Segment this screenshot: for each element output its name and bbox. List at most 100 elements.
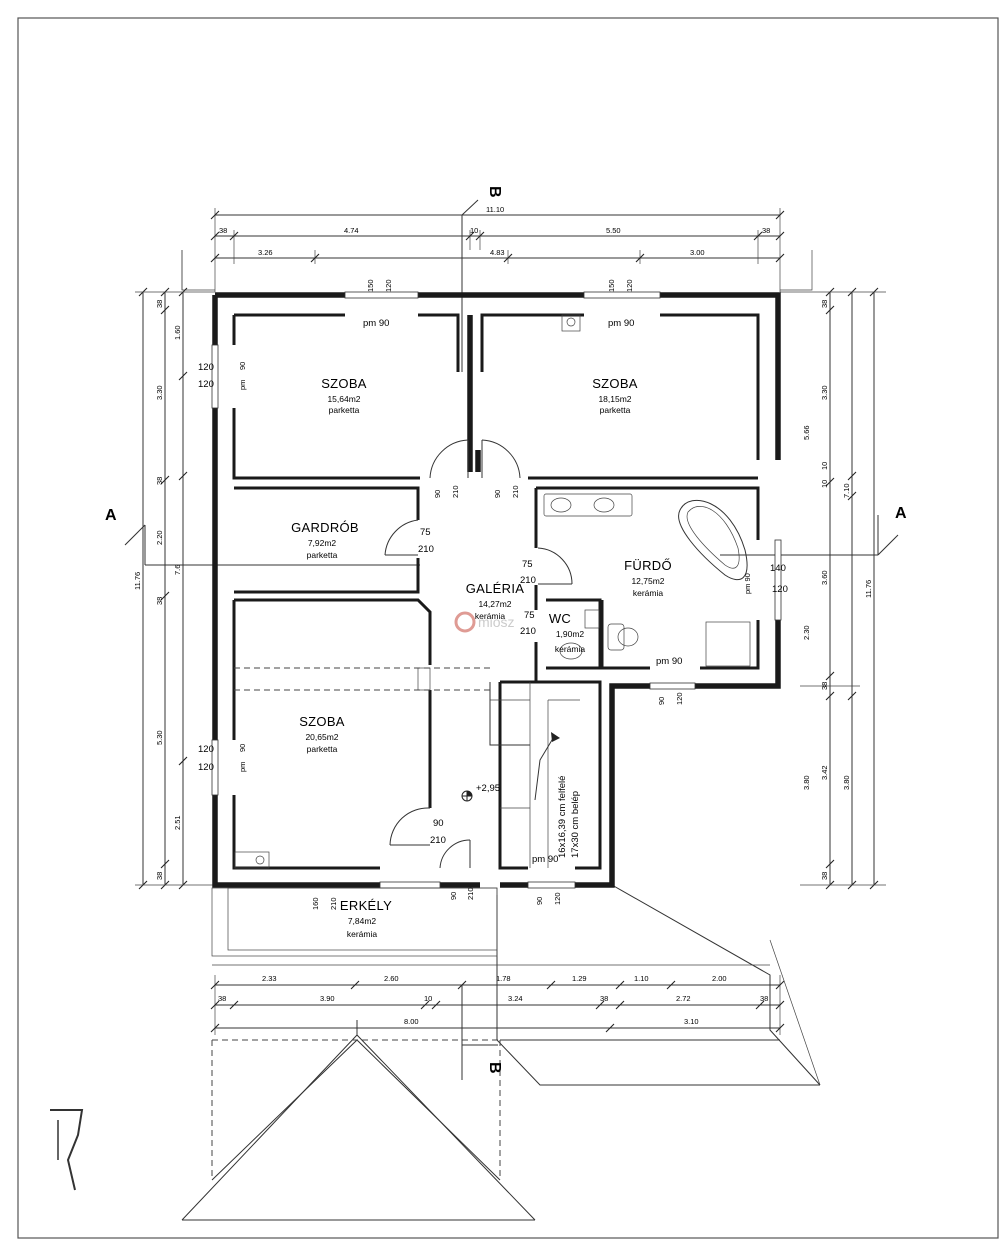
d-furdo-a: 75 xyxy=(522,559,533,570)
section-a: A A xyxy=(105,505,907,566)
dim-left-1: 38 xyxy=(155,300,164,308)
w-left1-a: 120 xyxy=(198,362,214,373)
section-a-left-label: A xyxy=(105,507,117,524)
section-b-top-label: B xyxy=(486,186,503,198)
room-galeria-name: GALÉRIA xyxy=(466,581,524,596)
pm-furdo: pm 90 xyxy=(743,573,752,594)
dim-top-2: 4.74 xyxy=(344,226,359,235)
room-szoba1-name: SZOBA xyxy=(321,376,367,391)
room-galeria-floor: kerámia xyxy=(475,611,506,621)
dim-right-8: 2.30 xyxy=(802,625,811,640)
dim-bot-13: 38 xyxy=(760,994,768,1003)
w-left1-c: 90 xyxy=(238,362,247,370)
dim-left-2: 1.60 xyxy=(173,325,182,340)
room-gardrob-area: 7,92m2 xyxy=(308,538,337,548)
w-top1-b: 120 xyxy=(384,279,393,292)
dim-left-7: 38 xyxy=(155,597,164,605)
section-a-right-label: A xyxy=(895,505,907,522)
room-erkely-name: ERKÉLY xyxy=(340,898,392,913)
room-wc-area: 1,90m2 xyxy=(556,629,585,639)
dims-top: 11.10 38 4.74 10 5.50 38 3.26 4.83 3.00 xyxy=(210,205,785,292)
pm-stair: pm 90 xyxy=(532,854,558,865)
w-top1-a: 150 xyxy=(366,279,375,292)
room-galeria-area: 14,27m2 xyxy=(478,599,511,609)
w-left2-c: 90 xyxy=(238,744,247,752)
overhead-dashes xyxy=(234,667,490,691)
dim-right-10: 3.42 xyxy=(820,765,829,780)
dim-right-1: 38 xyxy=(820,300,829,308)
dim-left-6: 7.6 xyxy=(173,565,182,575)
room-szoba3-floor: parketta xyxy=(307,744,338,754)
dim-top-8: 3.00 xyxy=(690,248,705,257)
room-szoba2-name: SZOBA xyxy=(592,376,638,391)
dim-bot-10: 3.24 xyxy=(508,994,523,1003)
pm-left2: pm xyxy=(238,762,247,772)
level-value: +2,95 xyxy=(476,783,500,794)
dim-left-9: 2.51 xyxy=(173,815,182,830)
section-b-bottom-label: B xyxy=(486,1062,503,1074)
w-furdo-b: 120 xyxy=(772,584,788,595)
d-szoba2-b: 210 xyxy=(511,485,520,498)
d-szoba1-b: 210 xyxy=(451,485,460,498)
d-wc-a: 75 xyxy=(524,610,535,621)
roof-outline xyxy=(181,250,821,1221)
dim-bot-7: 38 xyxy=(218,994,226,1003)
opening-labels: 150 120 150 120 pm 90 pm 90 120 120 90 p… xyxy=(198,279,788,910)
doors xyxy=(384,439,573,869)
dim-right-9: 38 xyxy=(820,682,829,690)
dim-bot-6: 2.00 xyxy=(712,974,727,983)
dim-bot-12: 2.72 xyxy=(676,994,691,1003)
dim-bot-3: 1.78 xyxy=(496,974,511,983)
room-furdo-area: 12,75m2 xyxy=(631,576,664,586)
room-erkely-area: 7,84m2 xyxy=(348,916,377,926)
dim-top-5: 38 xyxy=(762,226,770,235)
room-furdo-name: FÜRDŐ xyxy=(624,558,672,573)
room-szoba1-area: 15,64m2 xyxy=(327,394,360,404)
dims-bottom: 2.33 2.60 1.78 1.29 1.10 2.00 38 3.90 10… xyxy=(210,974,785,1035)
d-wc-b: 210 xyxy=(520,626,536,637)
w-erk-a: 160 xyxy=(311,897,320,910)
north-arrow-icon xyxy=(50,1109,84,1191)
dim-right-2: 3.30 xyxy=(820,385,829,400)
pm-szoba2: pm 90 xyxy=(608,318,634,329)
d-szoba2-a: 90 xyxy=(493,490,502,498)
room-szoba1-floor: parketta xyxy=(329,405,360,415)
room-szoba2-floor: parketta xyxy=(600,405,631,415)
dim-right-11: 3.80 xyxy=(802,775,811,790)
dim-right-12: 3.80 xyxy=(842,775,851,790)
room-labels: SZOBA 15,64m2 parketta SZOBA 18,15m2 par… xyxy=(291,376,672,939)
stair-note-2: 17x30 cm belép xyxy=(570,791,581,858)
w-erk-b: 210 xyxy=(329,897,338,910)
dim-top-3: 10 xyxy=(470,226,478,235)
dims-right: 38 3.30 5.66 10 10 7.10 3.60 2.30 38 3.4… xyxy=(780,287,886,890)
dim-left-3: 3.30 xyxy=(155,385,164,400)
d-furdo-b: 210 xyxy=(520,575,536,586)
stair-note-1: 16x16,39 cm felfelé xyxy=(557,776,568,858)
stair: 16x16,39 cm felfelé 17x30 cm belép xyxy=(489,682,581,868)
dim-top-4: 5.50 xyxy=(606,226,621,235)
dim-top-6: 3.26 xyxy=(258,248,273,257)
dim-bot-14: 8.00 xyxy=(404,1017,419,1026)
dim-left-8: 5.30 xyxy=(155,730,164,745)
d-gard-a: 75 xyxy=(420,527,431,538)
dim-top-1: 38 xyxy=(219,226,227,235)
bathroom-fixtures xyxy=(234,314,751,869)
dim-top-overall: 11.10 xyxy=(486,205,504,214)
dim-left-10: 38 xyxy=(155,872,164,880)
pm-left1: pm xyxy=(238,380,247,390)
dim-right-6: 7.10 xyxy=(842,483,851,498)
w-top2-a: 150 xyxy=(607,279,616,292)
room-erkely-floor: kerámia xyxy=(347,929,378,939)
dim-left-4: 38 xyxy=(155,477,164,485)
dim-right-7: 3.60 xyxy=(820,570,829,585)
d-gard-b: 210 xyxy=(418,544,434,555)
w-furdo-a: 140 xyxy=(770,563,786,574)
dim-bot-11: 38 xyxy=(600,994,608,1003)
dim-bot-4: 1.29 xyxy=(572,974,587,983)
dim-left-outer: 11.76 xyxy=(133,572,142,590)
dim-right-5: 10 xyxy=(820,480,829,488)
room-szoba3-name: SZOBA xyxy=(299,714,345,729)
dims-left: 11.76 38 1.60 3.30 38 2.20 7.6 38 5.30 2… xyxy=(133,287,215,890)
room-gardrob-name: GARDRÓB xyxy=(291,520,359,535)
